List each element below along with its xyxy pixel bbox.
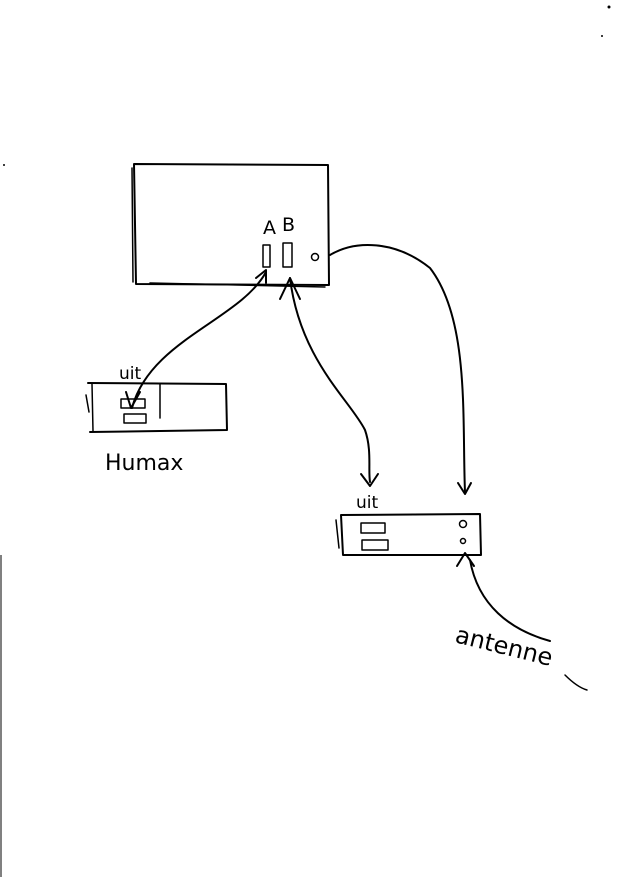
arrowhead-antenna: [456, 552, 475, 567]
antenna-label: antenne: [453, 621, 556, 672]
arrowhead-tv-a: [255, 269, 267, 284]
stray-marks: [0, 5, 611, 877]
arrowhead-humax: [125, 391, 141, 409]
humax-device: uit Humax: [85, 364, 228, 476]
tv-port-b-label: B: [282, 214, 295, 236]
cable-tv-b-to-receiver: [289, 277, 371, 483]
cables: [125, 244, 551, 642]
tv-port-b: [282, 242, 293, 268]
humax-outline: [87, 382, 228, 433]
arrowhead-receiver-out: [360, 473, 379, 487]
receiver-device: uit: [335, 493, 482, 556]
arrowhead-tv-b: [279, 277, 301, 300]
receiver-outline: [340, 513, 482, 556]
receiver-socket-bottom: [459, 537, 467, 545]
humax-out-label: uit: [119, 364, 141, 384]
tv-device: A B: [131, 163, 330, 288]
humax-port-bottom: [123, 413, 147, 424]
tv-antenna-socket: [310, 252, 320, 262]
antenna-label-tail: [564, 674, 588, 691]
arrowhead-receiver-socket: [457, 482, 472, 495]
cable-antenna-to-receiver: [469, 559, 551, 642]
cable-tv-a-to-humax: [131, 271, 267, 409]
cable-tv-to-receiver-socket: [329, 244, 466, 493]
tv-port-a: [262, 244, 271, 268]
receiver-port-top: [360, 522, 386, 534]
tv-outline: [133, 163, 330, 286]
tv-port-a-label: A: [263, 217, 276, 239]
receiver-socket-top: [458, 519, 468, 529]
receiver-port-bottom: [361, 539, 389, 551]
humax-name-label: Humax: [105, 451, 183, 476]
receiver-out-label: uit: [356, 493, 378, 513]
